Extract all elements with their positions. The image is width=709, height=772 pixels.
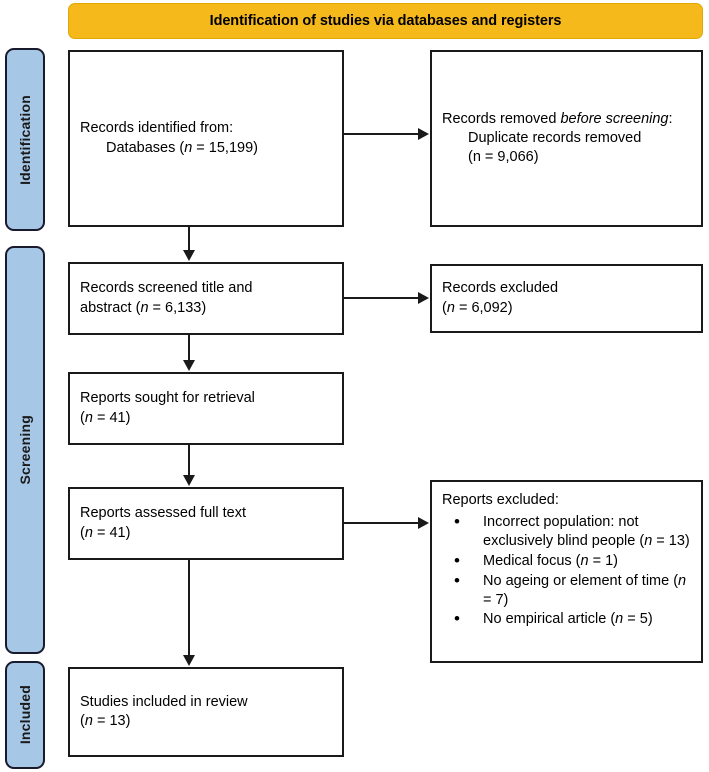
stage-pill-included: Included	[5, 661, 45, 769]
reports-assessed-line1: Reports assessed full text	[80, 505, 247, 522]
stage-pill-identification: Identification	[5, 48, 45, 231]
reports-sought-line1: Reports sought for retrieval	[80, 390, 255, 407]
connector-identified-to-screened	[188, 227, 190, 251]
list-item: Incorrect population: not exclusively bl…	[442, 512, 691, 551]
reports-assessed-suffix: = 41)	[92, 524, 131, 541]
records-removed-suffix: :	[668, 110, 673, 127]
box-reports-excluded: Reports excluded: Incorrect population: …	[430, 480, 703, 663]
diagram-banner-title: Identification of studies via databases …	[68, 3, 703, 39]
reports-assessed-line2: (n = 41)	[80, 524, 332, 543]
connector-screened-to-excluded	[344, 297, 419, 299]
n-italic: n	[580, 552, 589, 569]
records-removed-prefix: Records removed	[442, 110, 561, 127]
reports-excluded-reason-list: Incorrect population: not exclusively bl…	[442, 512, 691, 630]
reason-text: Medical focus (	[483, 552, 581, 569]
records-identified-line2: Databases (n = 15,199)	[80, 139, 332, 158]
box-reports-sought: Reports sought for retrieval (n = 41)	[68, 372, 344, 445]
banner-label: Identification of studies via databases …	[209, 13, 562, 29]
box-records-excluded: Records excluded (n = 6,092)	[430, 264, 703, 333]
n-italic: n	[84, 409, 93, 426]
arrowhead-identified-to-removed	[418, 128, 429, 140]
reports-sought-line2: (n = 41)	[80, 409, 332, 428]
connector-sought-to-assessed	[188, 445, 190, 476]
box-records-removed: Records removed before screening: Duplic…	[430, 50, 703, 227]
records-excluded-line1: Records excluded	[442, 280, 559, 297]
n-italic: n	[446, 299, 455, 316]
studies-included-suffix: = 13)	[92, 713, 131, 729]
reports-excluded-heading: Reports excluded:	[442, 492, 559, 508]
connector-assessed-to-included	[188, 560, 190, 656]
records-excluded-suffix: = 6,092)	[454, 299, 513, 316]
n-italic: n	[678, 572, 687, 589]
records-screened-prefix: abstract (	[80, 299, 141, 316]
connector-assessed-to-reports-excluded	[344, 522, 419, 524]
arrowhead-screened-to-excluded	[418, 292, 429, 304]
studies-included-line2: (n = 13)	[80, 712, 332, 731]
records-screened-line2: abstract (n = 6,133)	[80, 299, 332, 318]
reports-sought-prefix: (	[80, 409, 85, 426]
stage-pill-identification-label: Identification	[17, 94, 33, 185]
list-item: Medical focus (n = 1)	[442, 551, 691, 572]
arrowhead-assessed-to-included	[183, 655, 195, 666]
duplicate-records-removed-line: Duplicate records removed	[468, 129, 642, 146]
box-records-identified: Records identified from: Databases (n = …	[68, 50, 344, 227]
reports-assessed-prefix: (	[80, 524, 85, 541]
n-italic: n	[84, 524, 93, 541]
list-item: No ageing or element of time (n = 7)	[442, 571, 691, 610]
n-italic: n	[184, 139, 193, 156]
box-reports-assessed: Reports assessed full text (n = 41)	[68, 487, 344, 560]
reason-count: = 7)	[483, 591, 509, 608]
studies-included-prefix: (	[80, 713, 85, 729]
reason-count: = 1)	[588, 552, 619, 569]
records-screened-line1: Records screened title and	[80, 280, 253, 297]
connector-identified-to-removed	[344, 133, 419, 135]
stage-pill-screening-label: Screening	[17, 415, 33, 485]
stage-pill-included-label: Included	[17, 685, 33, 745]
box-studies-included: Studies included in review (n = 13)	[68, 667, 344, 757]
reports-sought-suffix: = 41)	[92, 409, 131, 426]
box-records-screened: Records screened title and abstract (n =…	[68, 262, 344, 335]
stage-pill-screening: Screening	[5, 246, 45, 654]
arrowhead-sought-to-assessed	[183, 475, 195, 486]
reason-text: No ageing or element of time (	[483, 572, 679, 589]
duplicate-records-count: (n = 9,066)	[468, 149, 539, 166]
connector-screened-to-sought	[188, 335, 190, 361]
studies-included-line1: Studies included in review	[80, 693, 248, 710]
records-excluded-line2: (n = 6,092)	[442, 299, 691, 318]
records-removed-line1: Records removed before screening:	[442, 110, 691, 129]
arrowhead-assessed-to-reports-excluded	[418, 517, 429, 529]
reason-text: Incorrect population: not exclusively bl…	[483, 514, 645, 549]
list-item: No empirical article (n = 5)	[442, 609, 691, 630]
before-screening-italic: before screening	[560, 110, 669, 127]
reason-count: = 13)	[652, 532, 690, 549]
n-italic: n	[84, 713, 93, 729]
records-identified-databases-suffix: = 15,199)	[192, 139, 258, 156]
n-italic: n	[644, 532, 653, 549]
records-excluded-prefix: (	[442, 299, 447, 316]
arrowhead-identified-to-screened	[183, 250, 195, 261]
records-identified-line1: Records identified from:	[80, 120, 234, 137]
reason-count: = 5)	[623, 611, 653, 628]
records-identified-databases-prefix: Databases (	[106, 139, 185, 156]
n-italic: n	[140, 299, 149, 316]
n-italic: n	[615, 611, 624, 628]
reason-text: No empirical article (	[483, 611, 616, 628]
arrowhead-screened-to-sought	[183, 360, 195, 371]
records-screened-suffix: = 6,133)	[148, 299, 207, 316]
